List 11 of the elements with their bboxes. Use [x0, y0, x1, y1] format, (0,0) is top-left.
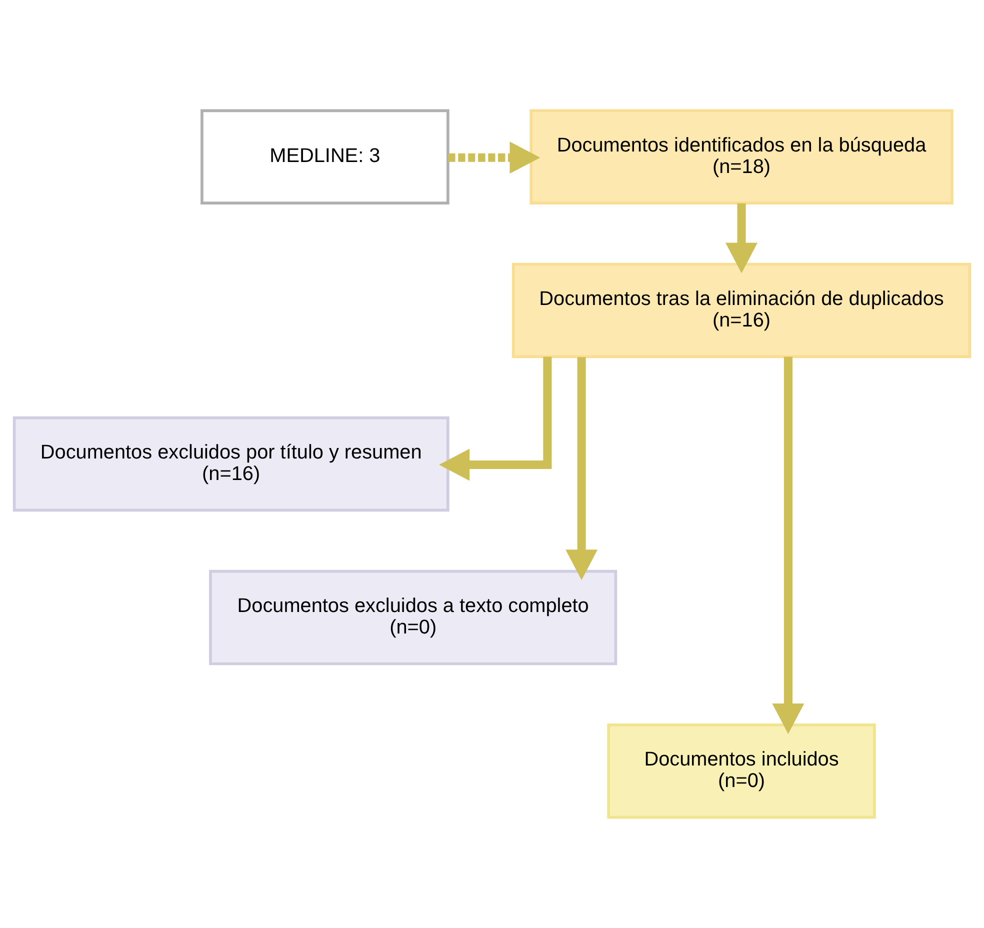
- arrow: [439, 356, 552, 481]
- arrow: [726, 203, 758, 274]
- arrow: [566, 357, 598, 580]
- arrow: [772, 356, 804, 734]
- node-box: Documentos incluidos (n=0): [607, 723, 876, 819]
- node-box: Documentos excluidos a texto completo (n=0): [209, 570, 618, 666]
- node-box: MEDLINE: 3: [200, 109, 450, 205]
- node-box: Documentos excluidos por título y resumen (n=16): [12, 416, 450, 512]
- node-box: Documentos identificados en la búsqueda (n=18): [530, 109, 954, 205]
- node-box: Documentos tras la eliminación de duplicados (n=16): [512, 262, 972, 358]
- arrow: [448, 142, 540, 174]
